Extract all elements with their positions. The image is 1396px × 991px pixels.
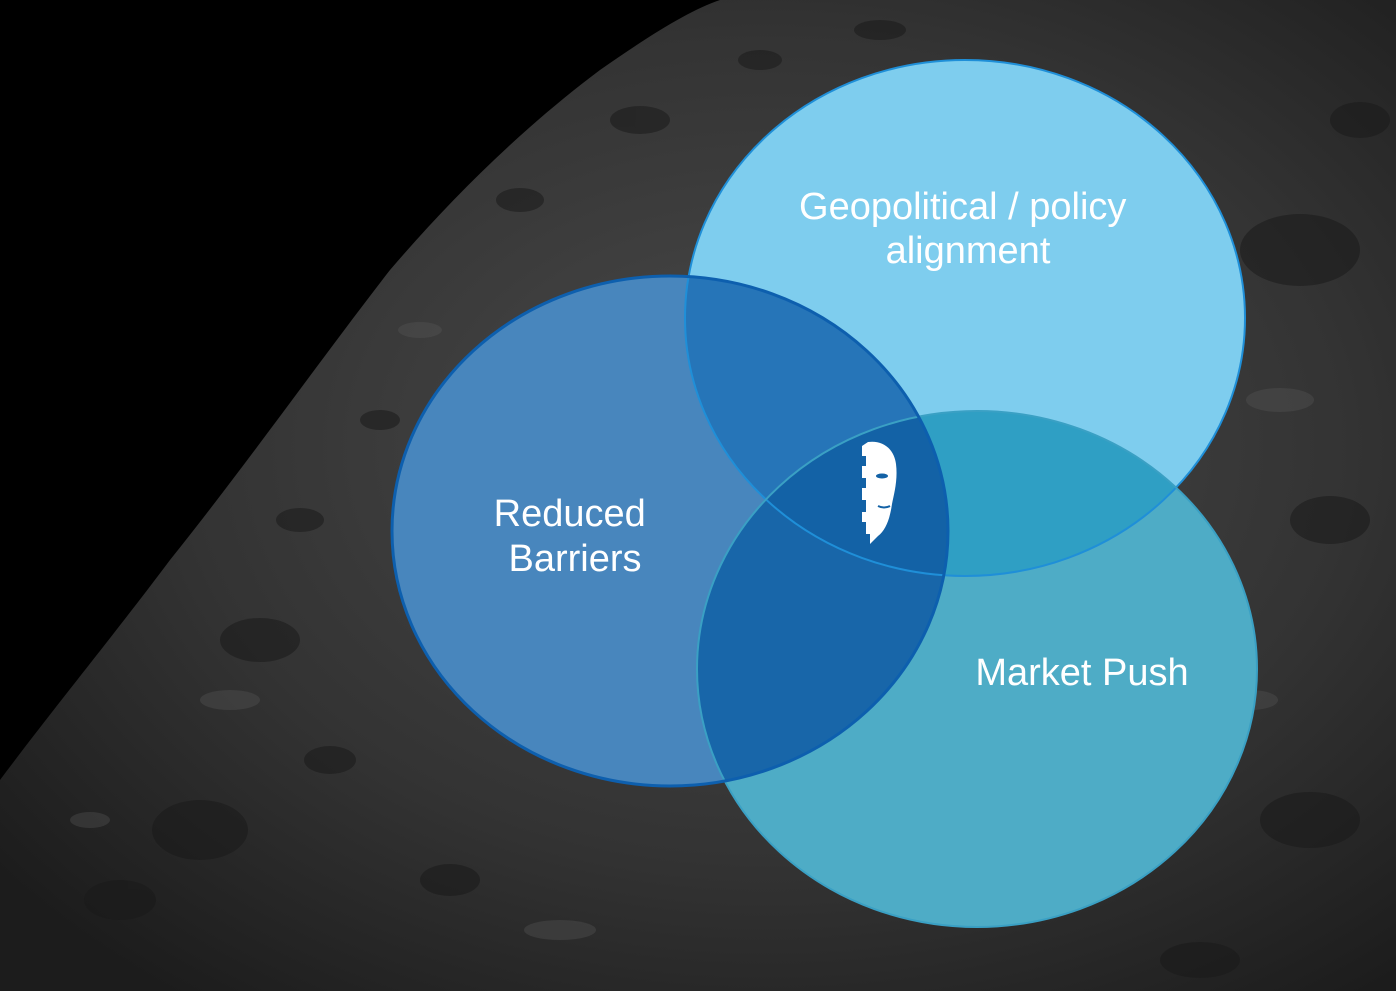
label-geopolitical: Geopolitical / policy alignment — [799, 186, 1137, 272]
label-market-push: Market Push — [975, 652, 1188, 694]
overlap-center — [697, 411, 948, 576]
label-market-push-line-1: Market Push — [975, 652, 1188, 694]
circle-market-push-outline — [696, 410, 1258, 928]
label-reduced-barriers: Reduced Barriers — [494, 493, 657, 580]
label-geopolitical-line-2: alignment — [886, 230, 1051, 272]
circle-reduced-barriers-outline — [390, 274, 950, 788]
face-logo-icon — [862, 441, 897, 544]
circle-geopolitical-outline — [684, 59, 1246, 577]
label-geopolitical-line-1: Geopolitical / policy — [799, 186, 1126, 228]
label-reduced-barriers-line-2: Barriers — [508, 538, 641, 580]
overlap-geo-barriers — [685, 276, 948, 576]
label-reduced-barriers-line-1: Reduced — [494, 493, 646, 535]
